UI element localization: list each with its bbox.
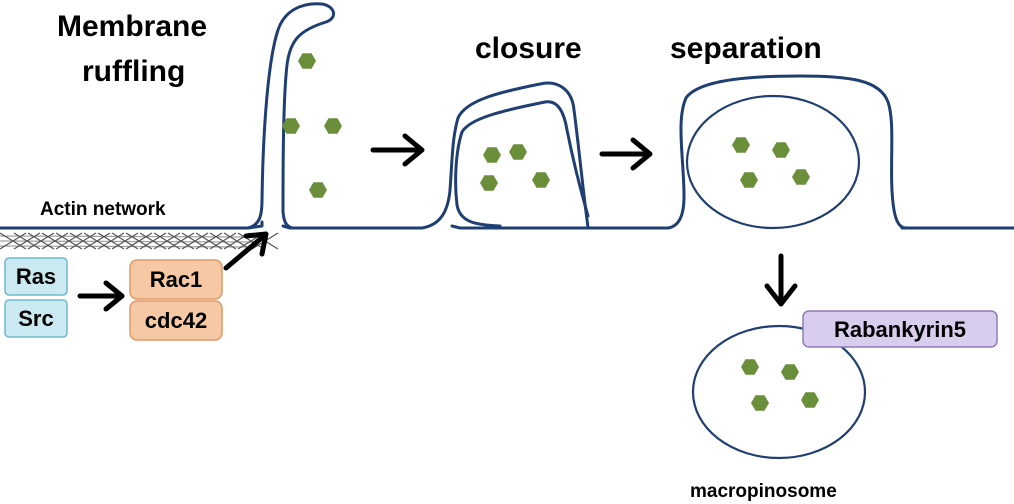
rac1-box: Rac1 (129, 259, 223, 300)
particle (792, 169, 810, 185)
cdc42-box: cdc42 (129, 300, 223, 341)
macropinosome-vesicle (691, 324, 867, 460)
membrane-ruffling-title-line2: ruffling (82, 55, 185, 88)
particle (740, 172, 758, 188)
closure-outer-cup (420, 81, 590, 230)
actin-filament (0, 240, 256, 243)
particle (324, 118, 342, 134)
arrow-closure-to-separation (599, 137, 653, 171)
arrow-separation-to-macropinosome (764, 253, 798, 307)
separation-dome (666, 74, 908, 230)
arrow-ruffle-to-closure (370, 133, 425, 167)
rabankyrin5-label: Rabankyrin5 (834, 317, 966, 342)
cdc42-label: cdc42 (145, 308, 207, 333)
particle (801, 392, 819, 408)
particle (532, 172, 550, 188)
membrane-ruffling-title-line1: Membrane (57, 10, 207, 43)
actin-network-label: Actin network (40, 199, 166, 220)
particle (282, 118, 300, 134)
particle (772, 142, 790, 158)
particles (282, 53, 819, 411)
ras-label: Ras (16, 264, 56, 289)
particle (781, 364, 799, 380)
particle (309, 182, 327, 198)
closure-label: closure (475, 32, 582, 65)
rac1-label: Rac1 (150, 267, 203, 292)
separation-label: separation (670, 32, 822, 65)
macropinosome-label: macropinosome (690, 481, 837, 502)
actin-filament (0, 245, 256, 248)
particle (483, 147, 501, 163)
membrane-baseline (0, 220, 1014, 230)
particle (741, 359, 759, 375)
src-label: Src (18, 306, 53, 331)
actin-network-mesh (0, 232, 279, 250)
closure-inner-cup (454, 100, 590, 228)
actin-filament (0, 235, 256, 238)
arrow-rac-to-ruffle (223, 231, 269, 271)
separation-vesicle (685, 94, 861, 230)
src-box: Src (4, 299, 68, 338)
particle (298, 53, 316, 69)
rabankyrin5-box: Rabankyrin5 (802, 310, 998, 348)
ras-box: Ras (4, 257, 68, 296)
particle (509, 144, 527, 160)
particle (732, 137, 750, 153)
particle (751, 395, 769, 411)
arrow-ras-to-rac (77, 280, 125, 312)
membrane-ruffle (246, 2, 335, 230)
particle (480, 175, 498, 191)
